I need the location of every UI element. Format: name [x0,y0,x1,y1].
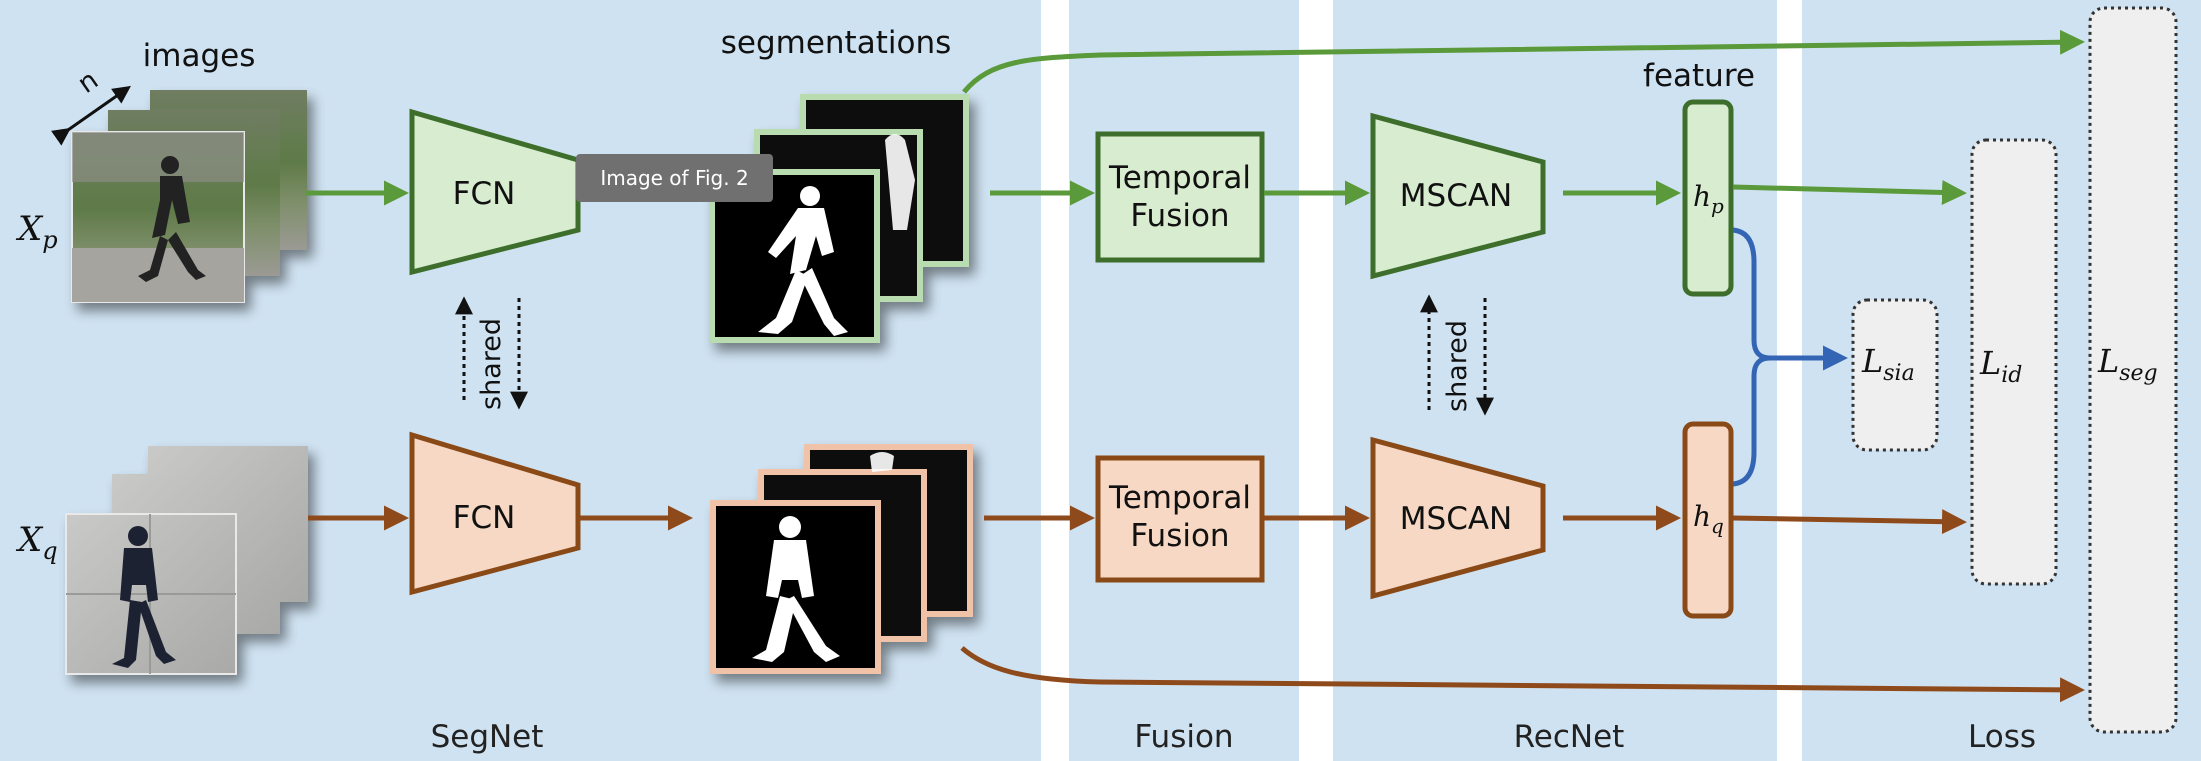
figure-tooltip: Image of Fig. 2 [576,154,773,202]
fcn-block-top[interactable] [409,108,581,276]
temporal-fusion-top[interactable] [1095,131,1265,263]
feature-hp-label: hp [1693,180,1724,218]
mscan-block-top[interactable] [1370,112,1546,280]
mscan-top-label: MSCAN [1400,178,1512,214]
silhouette-bottom-icon [752,516,840,662]
mscan-block-bottom[interactable] [1370,436,1546,600]
fcn-block-bottom[interactable] [409,431,581,596]
shared-arrows-left [455,296,528,410]
input-label-xq: Xq [15,520,58,565]
segmentation-stack-top [709,94,969,343]
segmentations-heading: segmentations [721,25,952,61]
arrows-top-path [306,29,2085,206]
fcn-top-label: FCN [453,176,516,212]
image-stack-bottom [65,446,308,675]
image-stack-top [71,90,307,303]
input-label-xp: Xp [15,209,58,254]
loss-lsia-box[interactable] [1851,298,1939,452]
siamese-brace-arrow [1732,227,1848,487]
loss-lid-box[interactable] [1970,138,2058,586]
pedestrian-bottom-icon [112,526,176,668]
loss-lseg-box[interactable] [2088,6,2178,734]
n-arrow-icon [51,85,131,146]
feature-hq-box[interactable] [1682,421,1734,619]
loss-lid-label: Lid [1979,344,2022,388]
section-label-segnet: SegNet [431,719,544,755]
section-label-loss: Loss [1968,719,2036,755]
feature-heading: feature [1643,58,1755,94]
pedestrian-top-icon [138,156,206,282]
loss-lsia-label: Lsia [1861,342,1915,386]
loss-lseg-label: Lseg [2097,342,2158,386]
temporal-fusion-bottom[interactable] [1095,455,1265,583]
shared-right-label: shared [1442,320,1473,412]
section-label-recnet: RecNet [1514,719,1625,755]
feature-hq-label: hq [1693,500,1724,538]
mscan-bottom-label: MSCAN [1400,501,1512,537]
panel-fusion [1069,0,1299,761]
section-label-fusion: Fusion [1134,719,1233,755]
shared-left-label: shared [476,318,507,410]
segmentation-stack-bottom [710,444,973,674]
shared-arrows-right [1420,294,1494,416]
images-heading: images [143,38,256,74]
silhouette-top-icon [758,186,848,336]
fcn-bottom-label: FCN [453,500,516,536]
feature-hp-box[interactable] [1682,99,1734,297]
arrows-bottom-path [308,505,2085,703]
